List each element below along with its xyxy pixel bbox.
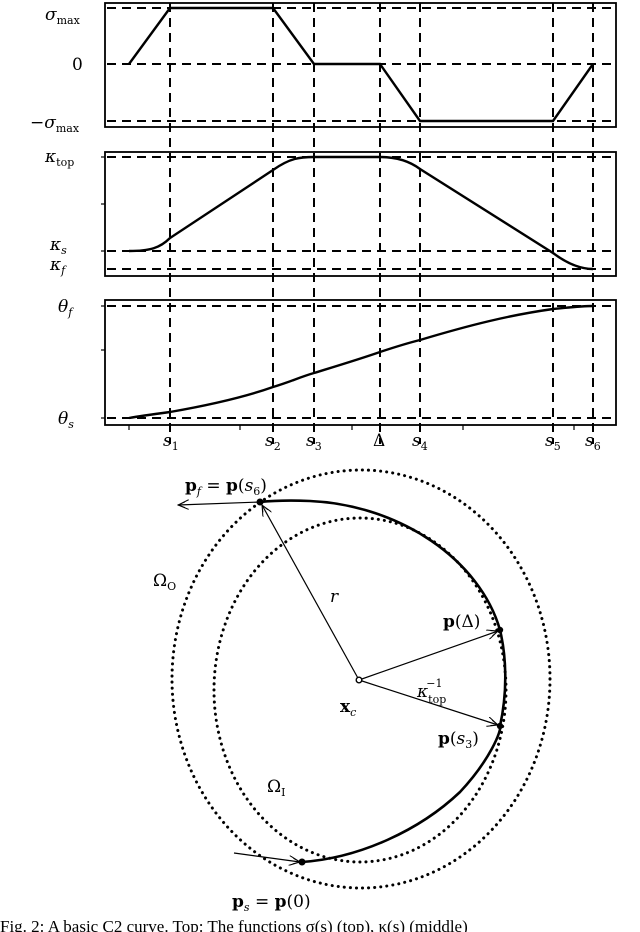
label-kappa-inv: κtop−1 (416, 677, 446, 706)
center-xc (355, 676, 363, 684)
kappa-axes-frame (104, 151, 617, 277)
theta-reference-lines (107, 305, 614, 419)
ylabel-sigma-max: σmax (45, 5, 81, 27)
xtick-delta: Δ (373, 431, 385, 451)
theta-axes-frame (104, 299, 617, 426)
end-tangent-arrow (178, 502, 261, 505)
curve-path (259, 499, 507, 864)
point-pf (256, 498, 264, 506)
xtick-s1: s1 (163, 431, 179, 453)
kappa-reference-lines (107, 156, 614, 270)
xtick-s5: s5 (545, 431, 561, 453)
theta-ticks (101, 305, 575, 430)
kappa-ticks (101, 156, 105, 252)
label-p-s3: p(s3) (438, 729, 479, 751)
xtick-s6: s6 (585, 431, 601, 453)
kappa-panel: κtop κs κf (44, 147, 617, 277)
ylabel-kappa-s: κs (49, 235, 67, 257)
start-tangent-arrow (233, 852, 300, 862)
xtick-s3: s3 (306, 431, 322, 453)
xtick-s4: s4 (412, 431, 428, 453)
inner-region-omega-i (212, 516, 508, 864)
theta-curve (128, 304, 594, 420)
sigma-curve (128, 6, 594, 123)
kappa-curve (128, 155, 594, 271)
label-p-delta: p(Δ) (443, 612, 480, 632)
label-pf: pf = p(s6) (185, 476, 267, 498)
label-xc: xc (340, 697, 356, 719)
radius-r-arrow (262, 505, 360, 681)
theta-panel: θf θs (58, 297, 617, 431)
point-ps (298, 858, 306, 866)
ylabel-kappa-f: κf (49, 255, 67, 277)
ylabel-theta-f: θf (58, 297, 74, 319)
event-lines (169, 3, 594, 444)
label-radius-r: r (330, 587, 339, 607)
label-ps: ps = p(0) (232, 892, 311, 914)
ylabel-neg-sigma-max: −σmax (30, 113, 80, 135)
outer-region-omega-o (170, 468, 552, 890)
xtick-s2: s2 (265, 431, 281, 453)
kappa-inv-arrow-delta (358, 631, 498, 681)
x-tick-labels: s1 s2 s3 Δ s4 s5 s6 (163, 431, 601, 453)
figure-caption: Fig. 2: A basic C2 curve. Top: The funct… (0, 917, 468, 932)
sigma-panel: σmax 0 −σmax (30, 2, 617, 135)
ylabel-zero: 0 (72, 55, 83, 75)
sigma-axes-frame (104, 2, 617, 128)
kappa-inv-arrow-s3 (358, 679, 498, 725)
label-omega-o: ΩO (153, 571, 176, 593)
point-p-s3 (496, 722, 504, 730)
ylabel-kappa-top: κtop (44, 147, 74, 169)
point-p-delta (496, 626, 504, 634)
ylabel-theta-s: θs (58, 409, 74, 431)
geometry-diagram: pf = p(s6) r p(Δ) xc κtop−1 p(s3) ΩO ΩI … (153, 468, 552, 914)
label-omega-i: ΩI (267, 777, 285, 799)
